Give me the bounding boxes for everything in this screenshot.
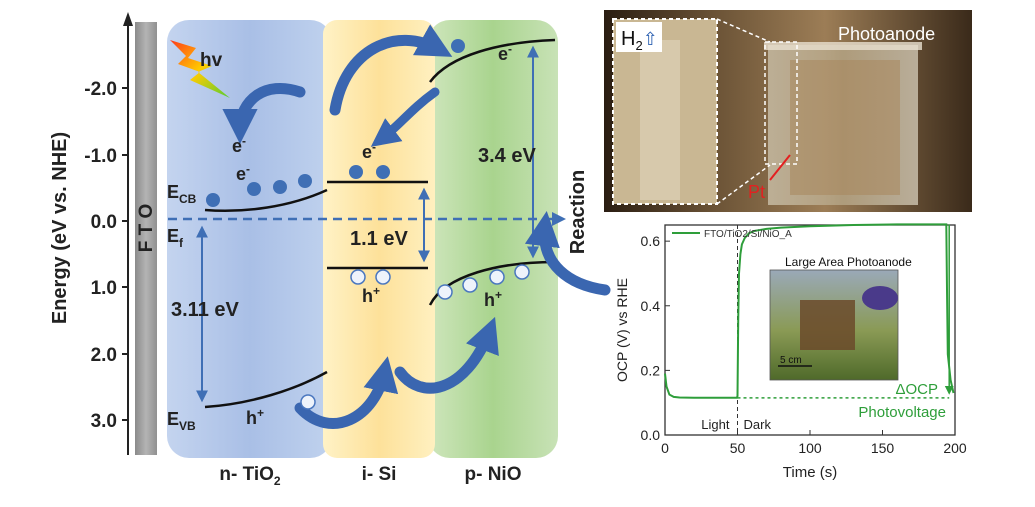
- electron: [206, 193, 220, 207]
- y-tick-label: 1.0: [91, 278, 117, 299]
- inset-title: Large Area Photoanode: [785, 255, 912, 269]
- inset-glove: [862, 286, 898, 310]
- y-tick-label: 0.0: [641, 427, 661, 443]
- y-tick-label: 0.0: [91, 212, 117, 233]
- hole: [376, 270, 390, 284]
- layer-tio2-panel: [167, 20, 332, 458]
- hole: [515, 265, 529, 279]
- legend-label: FTO/TiO2/Si/NiO_A: [704, 229, 792, 240]
- y-tick-label: 0.4: [641, 298, 661, 314]
- inset-photoanode-sample: [800, 300, 855, 350]
- inset-scale-label: 5 cm: [780, 355, 802, 366]
- x-tick-label: 100: [798, 440, 822, 456]
- y-tick-label: 0.2: [641, 362, 661, 378]
- x-tick-label: 200: [943, 440, 967, 456]
- si-gap-label: 1.1 eV: [350, 228, 408, 250]
- zoom-inset-glass: [640, 40, 680, 200]
- hole: [351, 270, 365, 284]
- y-tick-label: -1.0: [84, 146, 117, 167]
- x-axis-label: Time (s): [783, 464, 837, 481]
- y-tick-label: 3.0: [91, 411, 117, 432]
- fermi-level-arrowhead: [552, 212, 566, 226]
- delta-ocp-label: ΔOCP: [895, 381, 938, 398]
- layer-label-tio2: n- TiO2: [219, 464, 281, 488]
- y-tick-label: -2.0: [84, 79, 117, 100]
- hole: [463, 278, 477, 292]
- dark-annotation: Dark: [744, 417, 772, 432]
- hole: [438, 285, 452, 299]
- tio2-gap-label: 3.11 eV: [171, 299, 240, 321]
- y-tick-label: 0.6: [641, 233, 661, 249]
- fto-label: F T O: [136, 204, 157, 253]
- band-diagram: -2.0 -1.0 0.0 1.0 2.0 3.0 Energy (eV vs.…: [49, 12, 605, 488]
- layer-nio-panel: [428, 20, 558, 458]
- x-tick-label: 0: [661, 440, 669, 456]
- electron: [451, 39, 465, 53]
- layer-label-nio: p- NiO: [465, 464, 522, 485]
- y-tick-label: 2.0: [91, 345, 117, 366]
- light-annotation: Light: [701, 417, 730, 432]
- electron: [298, 174, 312, 188]
- light-label: hv: [200, 50, 223, 71]
- pt-label: Pt: [748, 182, 765, 202]
- photovoltage-label: Photovoltage: [858, 404, 946, 421]
- nio-gap-label: 3.4 eV: [478, 145, 536, 167]
- energy-axis-arrowhead: [123, 12, 133, 26]
- x-tick-label: 50: [730, 440, 746, 456]
- device-photo: H2⇧ Photoanode Pt: [604, 10, 972, 212]
- photoanode-plate: [790, 60, 900, 195]
- electron: [349, 165, 363, 179]
- ocp-chart: 0 50 100 150 200 0.0 0.2 0.4 0.6 FTO/TiO2/Si/NiO…: [614, 224, 967, 481]
- layer-label-si: i- Si: [362, 464, 397, 485]
- electron: [273, 180, 287, 194]
- hole: [301, 395, 315, 409]
- hole: [490, 270, 504, 284]
- x-tick-label: 150: [871, 440, 895, 456]
- reaction-label: Reaction: [567, 170, 589, 254]
- energy-axis-label: Energy (eV vs. NHE): [49, 132, 71, 324]
- electron: [376, 165, 390, 179]
- photoanode-label: Photoanode: [838, 24, 935, 44]
- y-axis-label: OCP (V) vs RHE: [614, 278, 630, 382]
- electron: [247, 182, 261, 196]
